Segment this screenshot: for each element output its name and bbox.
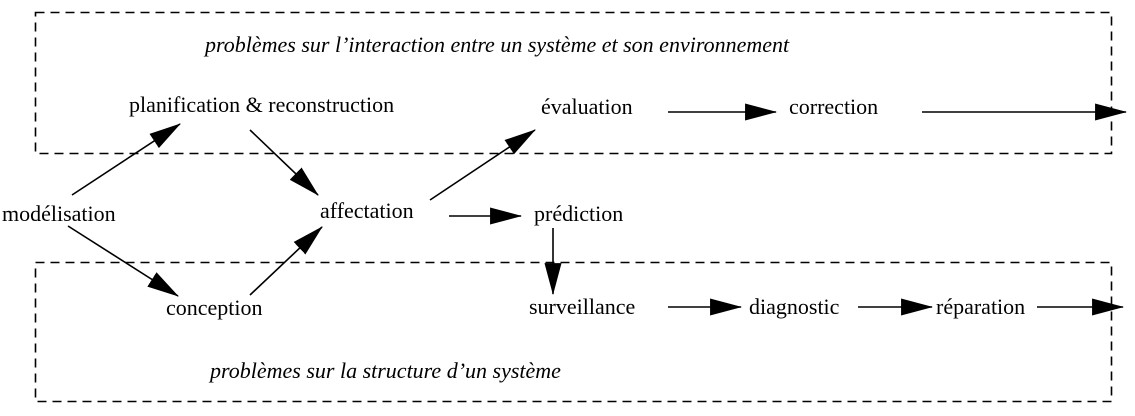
- node-evaluation: évaluation: [541, 94, 633, 119]
- arrow-planification-to-affectation: [249, 129, 319, 196]
- arrow-conception-to-affectation: [249, 226, 323, 296]
- node-planification-reconstruction: planification & reconstruction: [129, 92, 395, 117]
- region-structure-box: [34, 261, 1113, 403]
- node-reparation: réparation: [936, 294, 1026, 319]
- node-diagnostic: diagnostic: [749, 294, 840, 319]
- arrow-modelisation-to-conception: [67, 225, 179, 297]
- node-prediction: prédiction: [534, 201, 624, 226]
- node-affectation: affectation: [320, 198, 414, 223]
- arrow-affectation-to-evaluation: [429, 129, 536, 201]
- node-surveillance: surveillance: [529, 294, 636, 319]
- node-correction: correction: [789, 94, 879, 119]
- node-modelisation: modélisation: [2, 201, 116, 226]
- region-interaction-box: [34, 11, 1113, 155]
- arrow-modelisation-to-planification: [71, 123, 181, 196]
- region-structure-title: problèmes sur la structure d’un système: [210, 358, 561, 383]
- node-conception: conception: [166, 295, 263, 320]
- region-interaction-title: problèmes sur l’interaction entre un sys…: [205, 32, 790, 57]
